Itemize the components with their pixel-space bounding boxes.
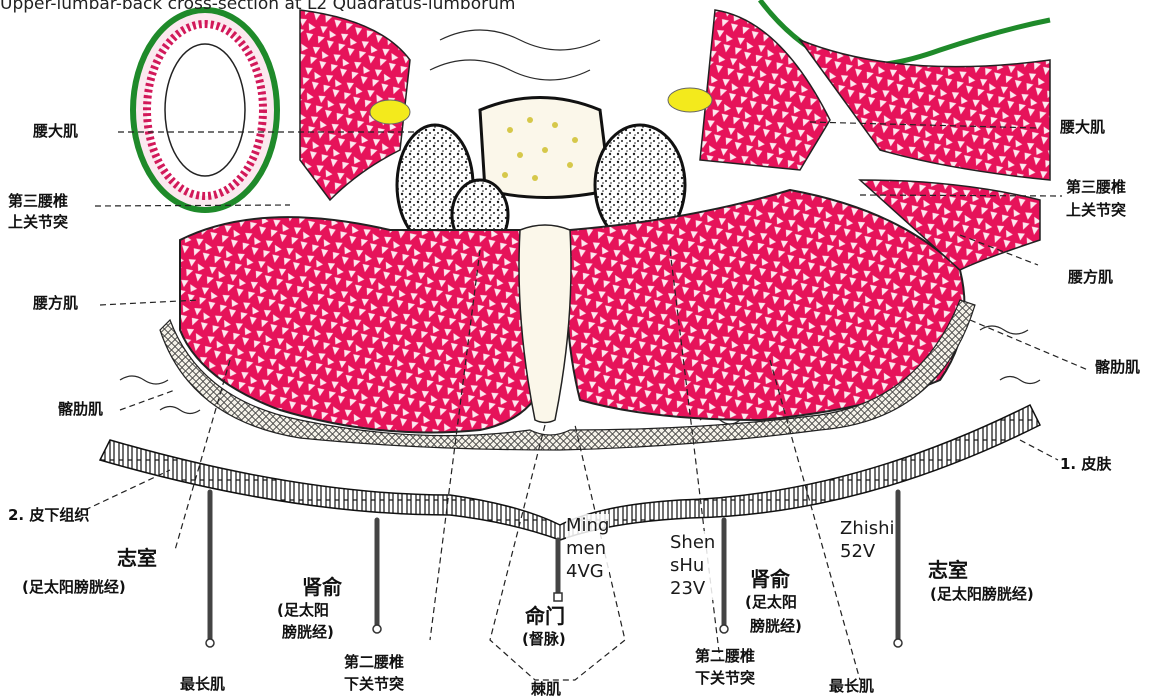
label-l2-inferior-left-2: 下关节突: [344, 677, 404, 692]
needle-head-zhishi-right: [894, 639, 902, 647]
overlay-shenshu-line-3: 23V: [670, 577, 715, 600]
label-l2-inferior-right-2: 下关节突: [695, 671, 755, 686]
label-psoas-right: 腰大肌: [1060, 120, 1105, 135]
point-shenshu-right-meridian-1: (足太阳: [745, 595, 797, 610]
overlay-mingmen-line-2: men: [566, 537, 609, 560]
point-shenshu-right-meridian-2: 膀胱经): [750, 619, 802, 634]
organ-right-tissue: [800, 40, 1050, 180]
point-zhishi-right-name: 志室: [928, 560, 968, 580]
label-iliocostalis-left: 髂肋肌: [58, 402, 103, 417]
point-shenshu-left-name: 肾俞: [302, 577, 342, 597]
needle-head-mingmen: [554, 593, 562, 601]
fat-right: [668, 88, 712, 112]
colon-left: [133, 10, 277, 210]
vertebral-body: [480, 98, 610, 198]
overlay-mingmen-line-3: 4VG: [566, 560, 609, 583]
overlay-mingmen: Ming men 4VG: [566, 514, 609, 583]
needle-head-shenshu-left: [373, 625, 381, 633]
overlay-shenshu-line-2: sHu: [670, 554, 715, 577]
overlay-zhishi-line-1: Zhishi: [840, 517, 895, 540]
label-quadratus-right: 腰方肌: [1068, 270, 1113, 285]
organ-right-outline: [760, 0, 1050, 66]
overlay-shenshu: Shen sHu 23V: [670, 531, 715, 600]
point-shenshu-left-meridian-1: (足太阳: [277, 603, 329, 618]
needle-head-zhishi-left: [206, 639, 214, 647]
psoas-right: [700, 10, 830, 170]
label-iliocostalis-right: 髂肋肌: [1095, 360, 1140, 375]
fat-left: [370, 100, 410, 124]
point-shenshu-right-name: 肾俞: [750, 569, 790, 589]
label-l3-superior-left-1: 第三腰椎: [8, 194, 68, 209]
label-l3-superior-right-1: 第三腰椎: [1066, 180, 1126, 195]
needle-head-shenshu-right: [720, 625, 728, 633]
label-quadratus-left: 腰方肌: [33, 296, 78, 311]
label-l2-inferior-right-1: 第二腰椎: [695, 649, 755, 664]
label-skin: 1. 皮肤: [1060, 457, 1111, 472]
label-l2-inferior-left-1: 第二腰椎: [344, 655, 404, 670]
label-l3-superior-right-2: 上关节突: [1066, 203, 1126, 218]
label-multifidus: 棘肌: [531, 682, 561, 697]
overlay-zhishi-line-2: 52V: [840, 540, 895, 563]
point-zhishi-left-meridian: (足太阳膀胱经): [22, 580, 126, 595]
point-mingmen-meridian: (督脉): [522, 632, 566, 647]
label-psoas-left: 腰大肌: [33, 124, 78, 139]
overlay-mingmen-line-1: Ming: [566, 514, 609, 537]
label-longissimus-left: 最长肌: [180, 677, 225, 692]
point-shenshu-left-meridian-2: 膀胱经): [282, 625, 334, 640]
figure-caption: Upper-lumbar-back cross-section at L2 Qu…: [0, 0, 515, 14]
point-zhishi-right-meridian: (足太阳膀胱经): [930, 587, 1034, 602]
overlay-shenshu-line-1: Shen: [670, 531, 715, 554]
label-subcutaneous-tissue: 2. 皮下组织: [8, 508, 89, 523]
point-zhishi-left-name: 志室: [117, 548, 157, 568]
label-l3-superior-left-2: 上关节突: [8, 215, 68, 230]
label-longissimus-right: 最长肌: [829, 679, 874, 694]
overlay-zhishi: Zhishi 52V: [840, 517, 895, 563]
point-mingmen-name: 命门: [525, 606, 565, 626]
